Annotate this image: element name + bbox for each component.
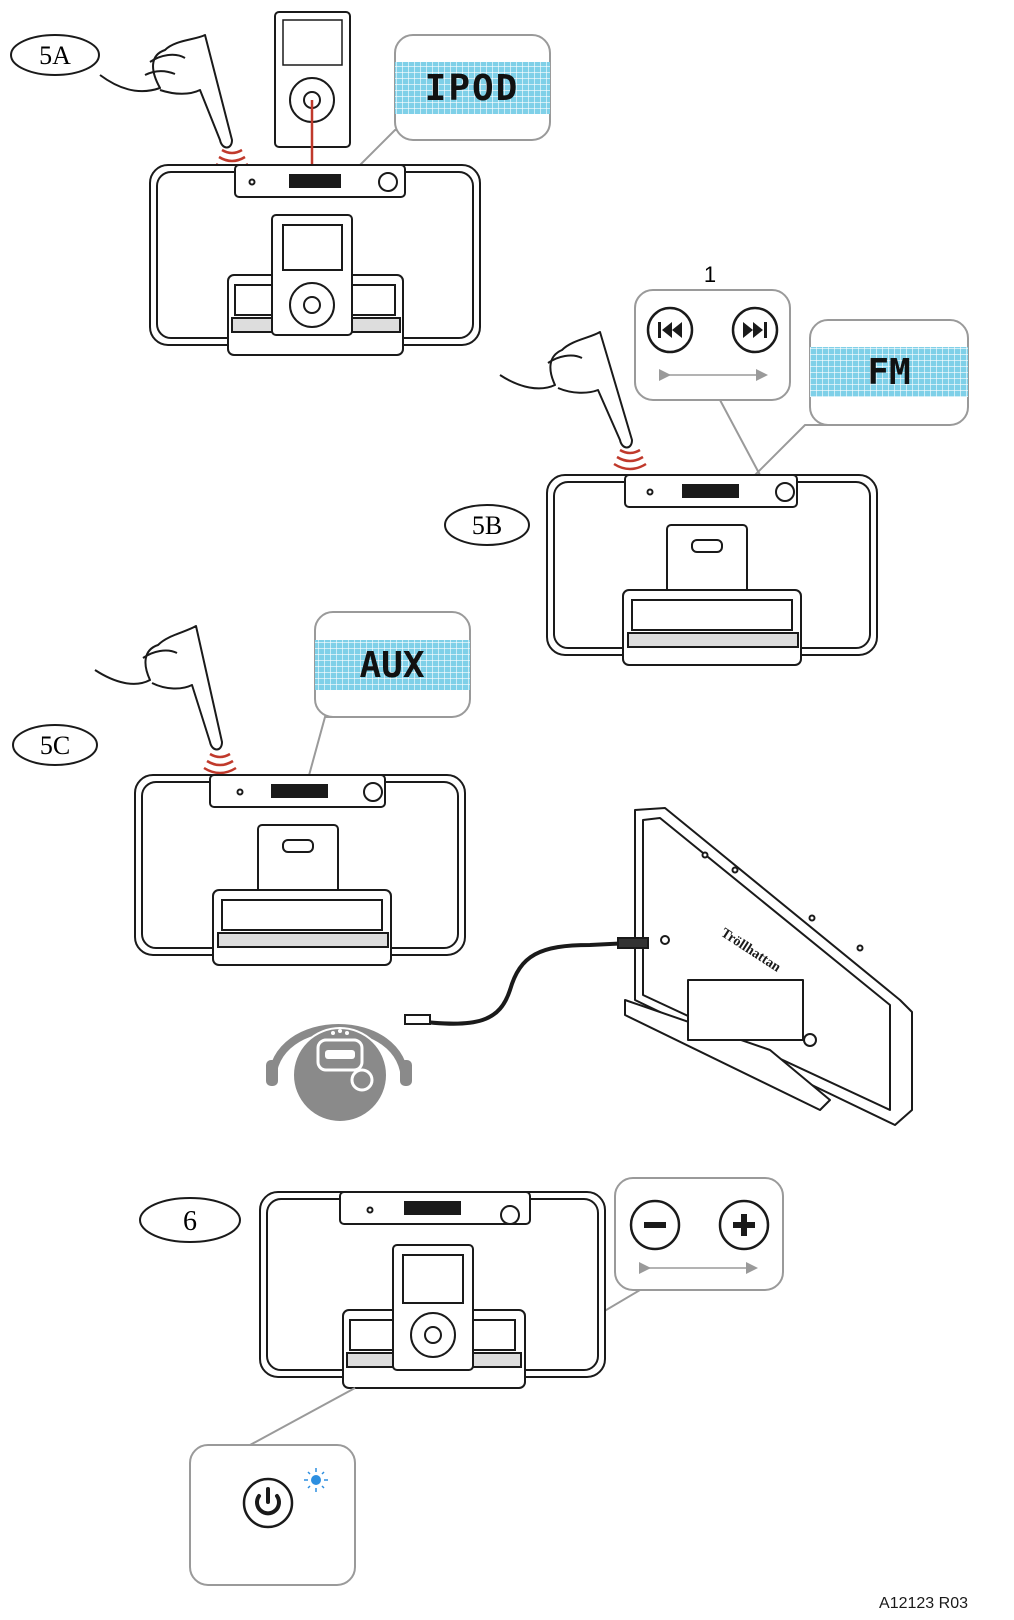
step-5b: 1 FM bbox=[444, 262, 969, 666]
cable-plug bbox=[617, 937, 649, 949]
speaker-dock-5a bbox=[149, 164, 481, 356]
prev-track-icon bbox=[646, 306, 694, 354]
lcd-text: IPOD bbox=[425, 68, 520, 109]
finger-press-icon bbox=[94, 625, 223, 751]
cable-plug bbox=[404, 1014, 431, 1025]
step-label-oval bbox=[444, 504, 530, 546]
power-callout bbox=[189, 1387, 356, 1586]
document-code: A12123 R03 bbox=[879, 1595, 968, 1612]
display-callout-fm: FM bbox=[744, 319, 969, 486]
lcd-text: FM bbox=[867, 352, 910, 393]
step-label: 5B bbox=[472, 511, 502, 540]
display-callout-ipod: IPOD bbox=[344, 34, 551, 181]
lcd-display bbox=[810, 347, 968, 397]
step-5c: 5C AUX bbox=[12, 611, 913, 1126]
speaker-dock-5b bbox=[546, 474, 878, 666]
step-label-oval bbox=[139, 1197, 241, 1243]
next-track-icon bbox=[731, 306, 779, 354]
display-callout-aux: AUX bbox=[304, 611, 471, 791]
speaker-dock-5c bbox=[134, 774, 466, 966]
blue-led-icon bbox=[304, 1468, 328, 1492]
finger-press-icon bbox=[99, 34, 233, 149]
volume-minus-icon bbox=[629, 1199, 681, 1251]
lcd-display bbox=[315, 640, 470, 690]
power-icon bbox=[242, 1477, 294, 1529]
aux-cable bbox=[409, 941, 631, 1026]
sound-wave-icon bbox=[203, 752, 237, 775]
portable-cd-player bbox=[266, 1024, 412, 1123]
step-5a: 5A IPOD bbox=[10, 11, 551, 356]
step-label: 5A bbox=[39, 41, 71, 70]
sound-wave-icon bbox=[613, 448, 647, 471]
speaker-rear-view: Tröllhattan bbox=[624, 807, 913, 1126]
volume-plus-icon bbox=[718, 1199, 770, 1251]
speaker-dock-6 bbox=[259, 1191, 606, 1389]
lcd-display bbox=[395, 62, 550, 114]
step-label: 6 bbox=[183, 1206, 197, 1237]
track-buttons-callout bbox=[634, 289, 791, 476]
step-label-oval bbox=[10, 34, 100, 76]
step-label: 5C bbox=[40, 731, 70, 760]
lcd-text: AUX bbox=[359, 645, 424, 686]
step-label-oval bbox=[12, 724, 98, 766]
callout-number: 1 bbox=[704, 262, 716, 287]
step-6: 6 bbox=[139, 1177, 784, 1586]
finger-press-icon bbox=[499, 331, 633, 449]
